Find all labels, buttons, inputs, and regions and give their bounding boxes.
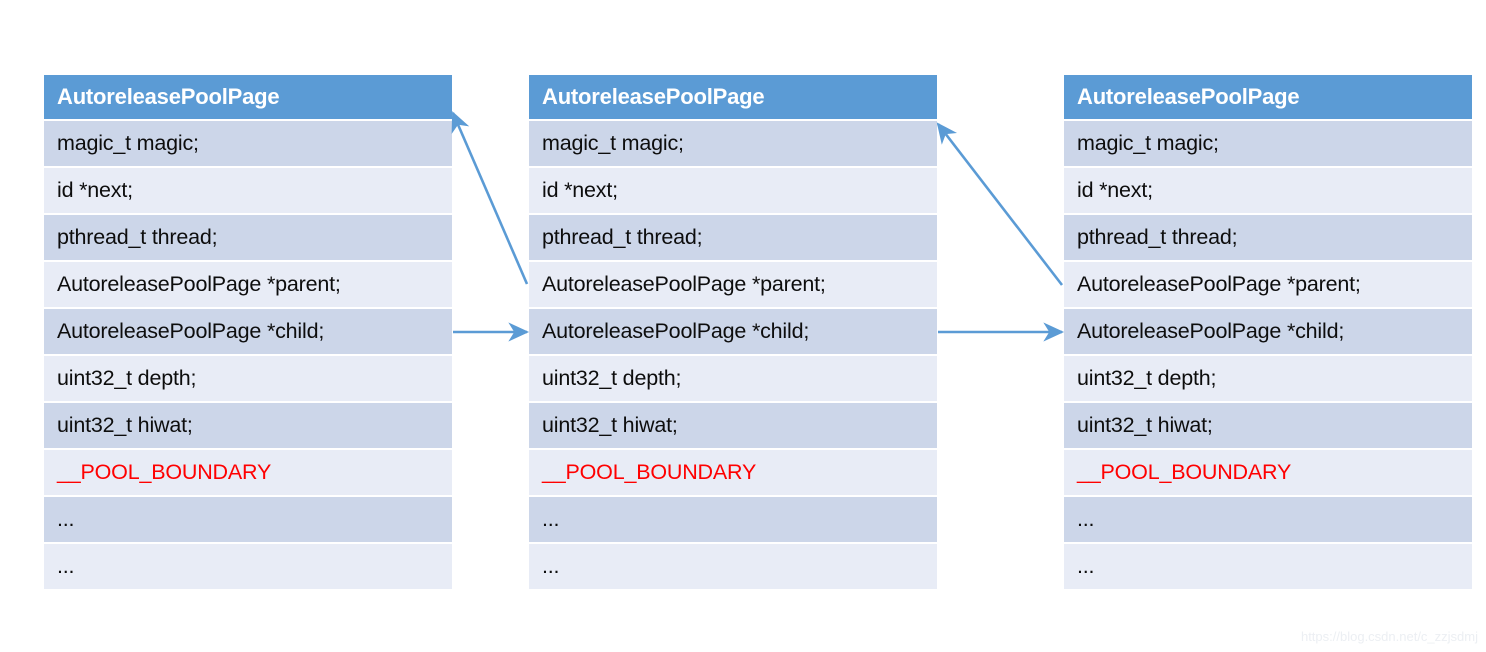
- table-row: magic_t magic;: [529, 121, 937, 166]
- table-row: ...: [44, 544, 452, 589]
- table-row: uint32_t depth;: [529, 356, 937, 401]
- table-row: uint32_t hiwat;: [529, 403, 937, 448]
- table-2-header: AutoreleasePoolPage: [529, 75, 937, 119]
- table-row: uint32_t depth;: [1064, 356, 1472, 401]
- table-row: uint32_t hiwat;: [44, 403, 452, 448]
- table-row: AutoreleasePoolPage *parent;: [44, 262, 452, 307]
- pool-page-table-3: AutoreleasePoolPage magic_t magic; id *n…: [1064, 75, 1472, 589]
- table-row: AutoreleasePoolPage *parent;: [529, 262, 937, 307]
- table-row: pthread_t thread;: [529, 215, 937, 260]
- table-row: id *next;: [1064, 168, 1472, 213]
- parent-arrow-table2-to-table1: [451, 111, 529, 285]
- table-row: magic_t magic;: [44, 121, 452, 166]
- table-row: id *next;: [529, 168, 937, 213]
- table-1-header: AutoreleasePoolPage: [44, 75, 452, 119]
- table-row-pool-boundary: __POOL_BOUNDARY: [1064, 450, 1472, 495]
- table-row: ...: [529, 497, 937, 542]
- table-row: AutoreleasePoolPage *parent;: [1064, 262, 1472, 307]
- table-row: pthread_t thread;: [44, 215, 452, 260]
- table-row: ...: [529, 544, 937, 589]
- table-row: ...: [1064, 497, 1472, 542]
- table-row: AutoreleasePoolPage *child;: [44, 309, 452, 354]
- parent-arrow-table3-to-table2: [936, 122, 1064, 286]
- table-row: pthread_t thread;: [1064, 215, 1472, 260]
- table-row: magic_t magic;: [1064, 121, 1472, 166]
- pool-page-table-1: AutoreleasePoolPage magic_t magic; id *n…: [44, 75, 452, 589]
- pool-page-table-2: AutoreleasePoolPage magic_t magic; id *n…: [529, 75, 937, 589]
- table-row: ...: [44, 497, 452, 542]
- table-row-pool-boundary: __POOL_BOUNDARY: [529, 450, 937, 495]
- table-row: AutoreleasePoolPage *child;: [529, 309, 937, 354]
- table-row: AutoreleasePoolPage *child;: [1064, 309, 1472, 354]
- table-row: ...: [1064, 544, 1472, 589]
- watermark-text: https://blog.csdn.net/c_zzjsdmj: [1300, 629, 1478, 644]
- table-row: uint32_t depth;: [44, 356, 452, 401]
- table-row: uint32_t hiwat;: [1064, 403, 1472, 448]
- table-row-pool-boundary: __POOL_BOUNDARY: [44, 450, 452, 495]
- table-row: id *next;: [44, 168, 452, 213]
- table-3-header: AutoreleasePoolPage: [1064, 75, 1472, 119]
